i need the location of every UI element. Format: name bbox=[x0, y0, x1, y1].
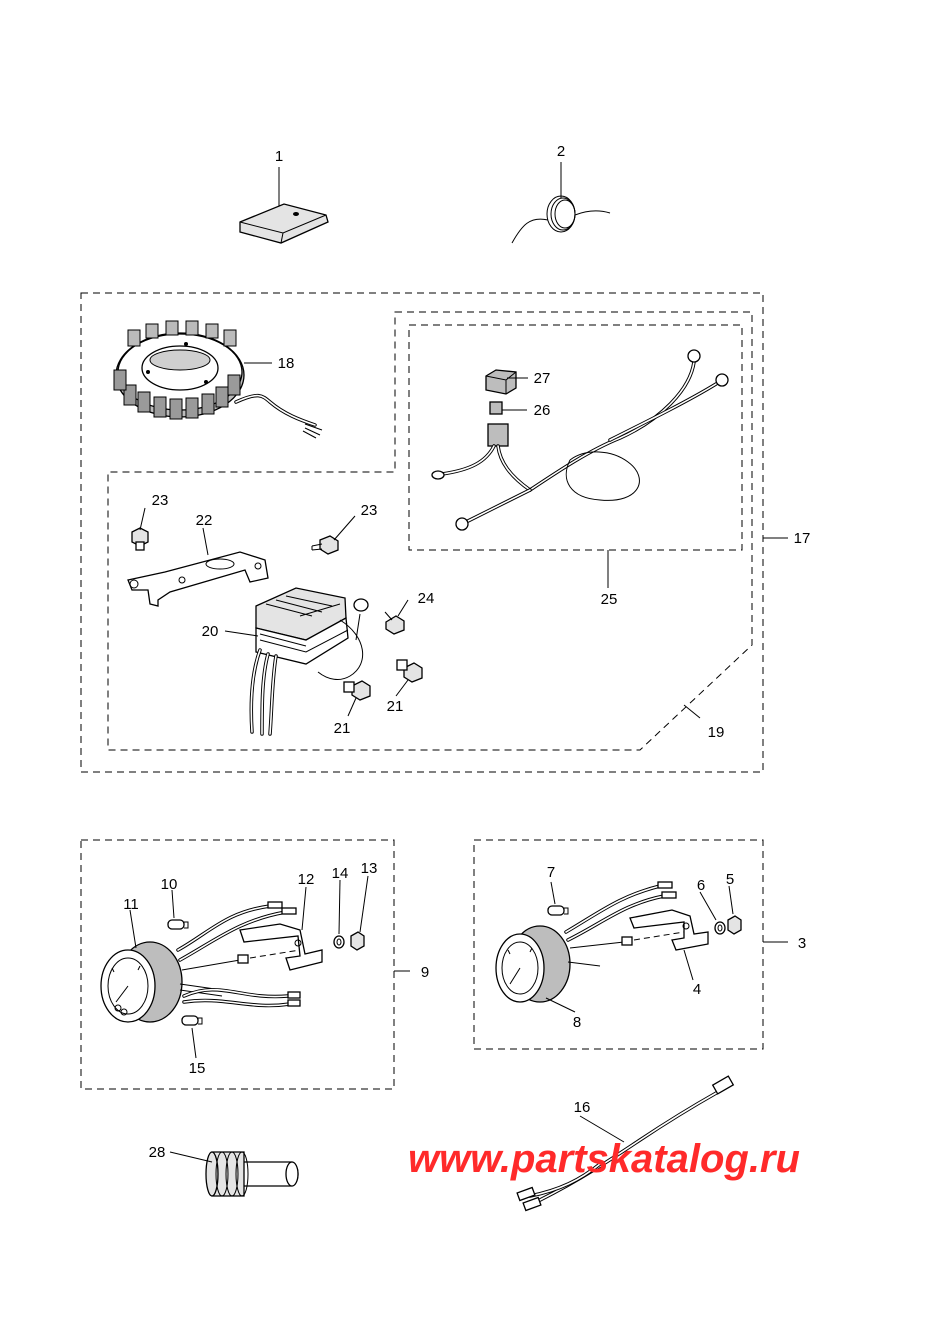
part-13-nut bbox=[350, 931, 365, 951]
callout-22: 22 bbox=[196, 512, 213, 529]
part-15-bulb bbox=[181, 1015, 203, 1026]
part-5-nut bbox=[727, 915, 742, 935]
callout-7: 7 bbox=[547, 864, 555, 881]
callout-11: 11 bbox=[123, 896, 139, 913]
part-21-bolt-upper bbox=[396, 659, 423, 683]
watermark-text: www.partskatalog.ru bbox=[408, 1137, 800, 1181]
callout-2: 2 bbox=[557, 143, 565, 160]
callout-21-upper: 21 bbox=[387, 698, 404, 715]
group-box-19 bbox=[107, 311, 753, 751]
callout-18: 18 bbox=[278, 355, 295, 372]
part-10-bulb bbox=[167, 919, 189, 930]
callout-23-right: 23 bbox=[361, 502, 378, 519]
part-14-washer bbox=[333, 935, 345, 949]
callout-19: 19 bbox=[708, 724, 725, 741]
part-6-washer bbox=[714, 921, 726, 935]
callout-8: 8 bbox=[573, 1014, 581, 1031]
part-20-rectifier bbox=[249, 587, 369, 736]
leader-lines bbox=[129, 162, 788, 1163]
callout-15: 15 bbox=[189, 1060, 206, 1077]
part-12-bracket bbox=[239, 923, 323, 971]
callout-24: 24 bbox=[418, 590, 435, 607]
part-21-bolt-lower bbox=[343, 680, 371, 701]
callout-26: 26 bbox=[534, 402, 551, 419]
part-1-pad bbox=[239, 203, 329, 244]
part-9-gauge-wires bbox=[176, 901, 301, 1008]
callout-12: 12 bbox=[298, 871, 315, 888]
callout-17: 17 bbox=[794, 530, 811, 547]
part-11-gauge bbox=[100, 941, 223, 1023]
callout-14: 14 bbox=[332, 865, 349, 882]
part-3-gauge-wires bbox=[564, 881, 685, 949]
part-7-bulb bbox=[547, 905, 569, 916]
part-4-bracket bbox=[629, 909, 709, 951]
part-23-bolt-right bbox=[311, 535, 339, 555]
part-24-bolt bbox=[384, 611, 405, 635]
callout-20: 20 bbox=[202, 623, 219, 640]
callout-10: 10 bbox=[161, 876, 178, 893]
part-27-relay bbox=[485, 369, 517, 395]
callout-4: 4 bbox=[693, 981, 701, 998]
callout-9: 9 bbox=[421, 964, 429, 981]
callout-16: 16 bbox=[574, 1099, 591, 1116]
part-22-bracket bbox=[127, 551, 269, 607]
part-18-stator bbox=[113, 320, 323, 439]
callout-13: 13 bbox=[361, 860, 378, 877]
part-16-cable bbox=[516, 1075, 735, 1212]
callout-5: 5 bbox=[726, 871, 734, 888]
group-box-9 bbox=[80, 839, 395, 1090]
callout-1: 1 bbox=[275, 148, 283, 165]
group-box-3 bbox=[473, 839, 764, 1050]
callout-21-lower: 21 bbox=[334, 720, 351, 737]
group-box-17 bbox=[80, 292, 764, 773]
part-25-harness bbox=[431, 349, 729, 531]
group-box-25 bbox=[408, 324, 743, 551]
part-23-bolt-left bbox=[131, 527, 149, 551]
callout-3: 3 bbox=[798, 935, 806, 952]
callout-28: 28 bbox=[149, 1144, 166, 1161]
callout-6: 6 bbox=[697, 877, 705, 894]
part-2-coil-wire bbox=[511, 195, 611, 244]
callout-25: 25 bbox=[601, 591, 618, 608]
callout-labels: 1 2 18 17 27 26 25 19 23 22 23 24 20 21 … bbox=[123, 143, 810, 1161]
callout-27: 27 bbox=[534, 370, 551, 387]
part-8-gauge bbox=[495, 925, 601, 1003]
part-28-bushing bbox=[205, 1151, 299, 1197]
callout-23-left: 23 bbox=[152, 492, 169, 509]
part-26-connector bbox=[489, 401, 503, 415]
